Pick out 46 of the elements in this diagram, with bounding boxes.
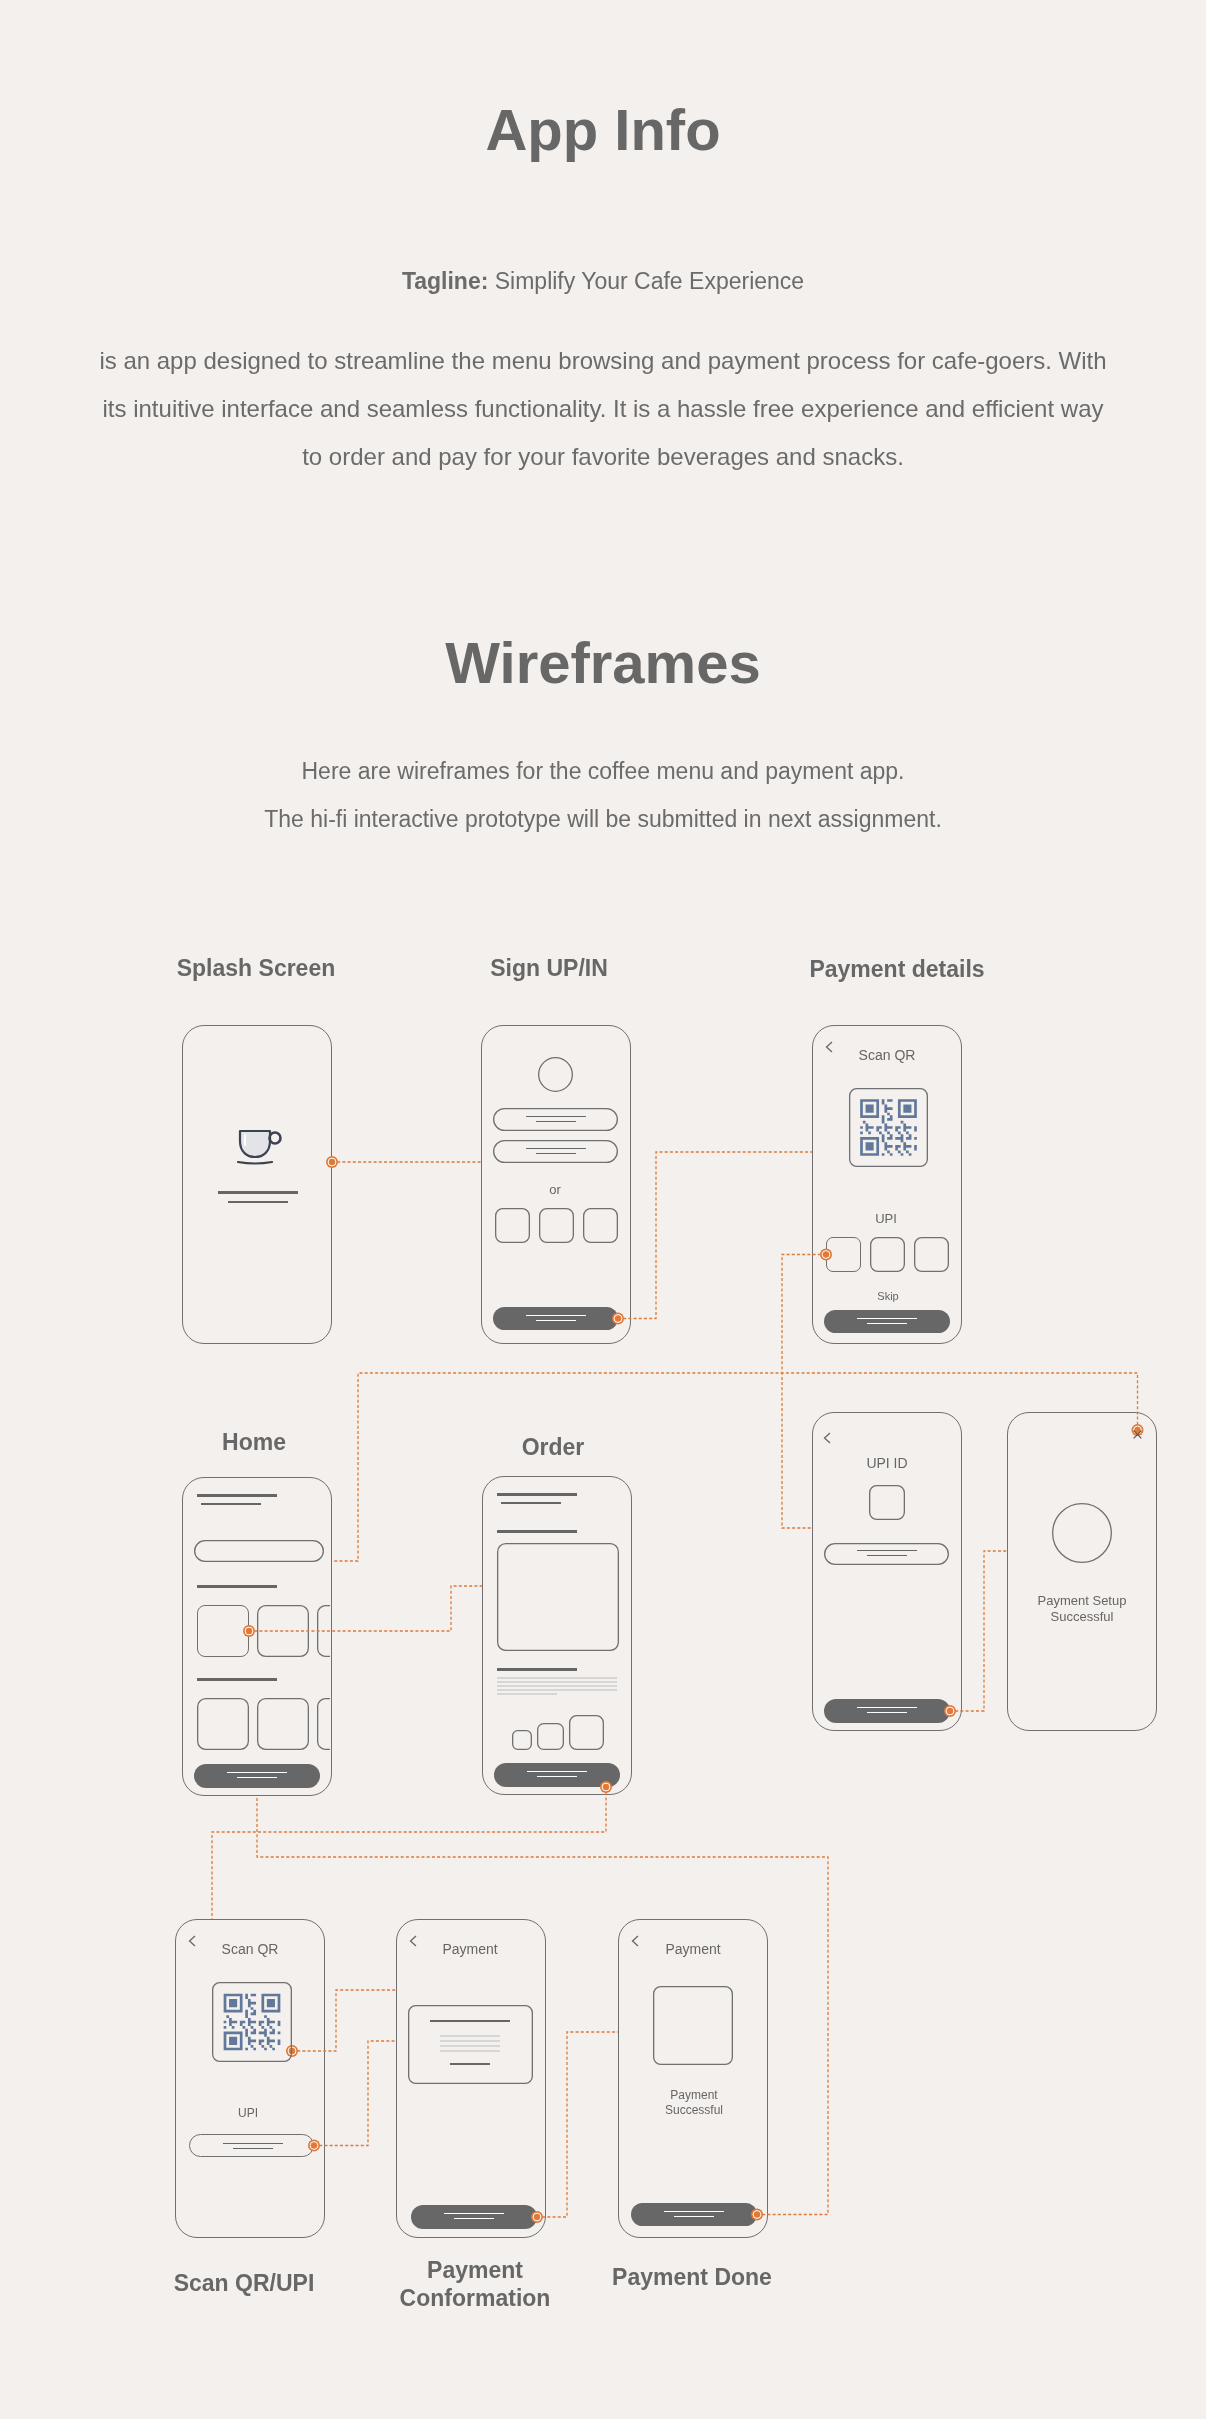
screen-heading: Scan QR (858, 1047, 916, 1065)
connector-line (611, 1151, 813, 1325)
tagline-text: Tagline: Simplify Your Cafe Experience (401, 267, 805, 295)
primary-button (493, 1307, 618, 1330)
connector-line (331, 1372, 1144, 1562)
description-paragraph: is an app designed to streamline the menu browsing and payment process for cafe-goers. With its intuitive interface and seamless functionality. It is a hassle free experience and efficient way to order and pay for your favorite beverages and snacks. (98, 346, 1108, 472)
divider-text: or (549, 1182, 561, 1198)
screen-title: Payment Done (612, 2263, 772, 2291)
primary-button (824, 1699, 950, 1723)
intro-text: Here are wireframes for the coffee menu and payment app. (301, 757, 905, 785)
qr-code-icon (212, 1982, 292, 2062)
intro-text: The hi-fi interactive prototype will be submitted in next assignment. (264, 805, 942, 833)
payment-option-tile (826, 1237, 861, 1272)
connector-line (530, 2031, 619, 2224)
skip-link: Skip (877, 1290, 899, 1304)
screen-title: Payment Conformation (398, 2255, 552, 2313)
primary-button (494, 1763, 620, 1787)
screen-title: Home (222, 1428, 286, 1456)
page-heading: App Info (485, 95, 721, 164)
screen-heading: Scan QR (221, 1941, 279, 1959)
screen-title: Order (521, 1433, 585, 1461)
menu-item-card (197, 1605, 249, 1657)
connector-line (781, 1248, 833, 1529)
screen-title: Sign UP/IN (490, 954, 608, 982)
section-label: UPI (238, 2105, 258, 2121)
status-message: Payment Setup Successful (1036, 1593, 1128, 1625)
section-heading: Wireframes (445, 628, 761, 697)
screen-heading: Payment (665, 1941, 721, 1959)
connector-line (307, 2040, 397, 2152)
primary-button (411, 2205, 537, 2229)
screen-title: Splash Screen (176, 954, 336, 982)
screen-heading: UPI ID (866, 1455, 908, 1473)
connector-line (325, 1155, 482, 1169)
connector-line (256, 1795, 829, 2221)
section-label: UPI (875, 1211, 897, 1227)
connector-line (242, 1585, 483, 1638)
primary-button (631, 2203, 757, 2226)
connector-line (211, 1780, 613, 1920)
status-message: Payment Successful (664, 2088, 724, 2118)
input-field (189, 2134, 314, 2157)
screen-title: Scan QR/UPI (173, 2269, 315, 2297)
connector-line (285, 1989, 397, 2058)
close-icon (1133, 1430, 1142, 1439)
screen-heading: Payment (442, 1941, 498, 1959)
screen-title: Payment details (809, 955, 985, 983)
connector-line (943, 1550, 1008, 1718)
